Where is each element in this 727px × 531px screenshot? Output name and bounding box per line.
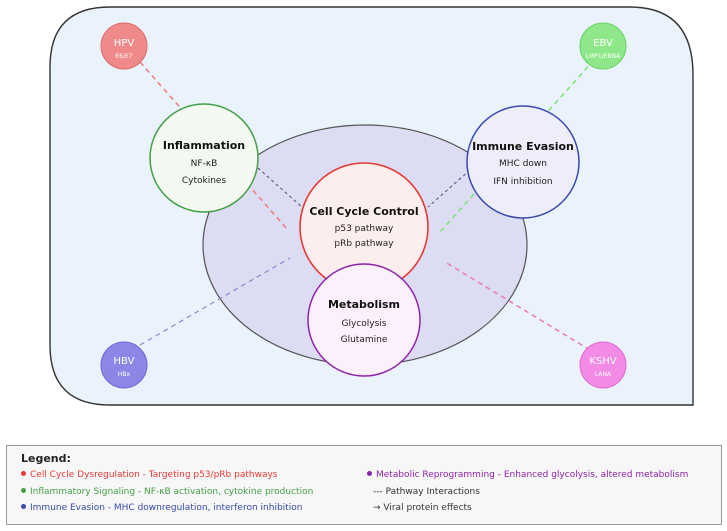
hpv-virus-node[interactable]: HPV E6/E7 [100,22,148,70]
kshv-protein: LANA [595,371,612,378]
hpv-name: HPV [114,38,135,49]
cell-cycle-title: Cell Cycle Control [309,205,418,218]
cell-cycle-line-1: p53 pathway [335,224,394,234]
ebv-protein: LMP1/EBNA [586,53,621,60]
kshv-name: KSHV [589,356,616,367]
legend-panel: Legend: Cell Cycle Dysregulation - Targe… [6,445,722,525]
ebv-name: EBV [593,38,613,49]
hbv-virus-node[interactable]: HBV HBx [100,341,148,389]
legend-label-metabolic: Metabolic Reprogramming - Enhanced glyco… [376,470,689,480]
legend-item-inflammatory: Inflammatory Signaling - NF-κB activatio… [21,487,313,497]
legend-dot-inflammatory [21,488,26,493]
kshv-connection-line [444,261,591,351]
hbv-connection-line [139,257,291,346]
kshv-virus-node[interactable]: KSHV LANA [579,341,627,389]
metabolism-title: Metabolism [328,298,400,311]
hbv-protein: HBx [118,371,131,378]
hbv-name: HBV [114,356,135,367]
hpv-protein: E6/E7 [115,53,132,60]
metabolism-node[interactable]: Metabolism Glycolysis Glutamine [307,263,421,377]
immune-evasion-node[interactable]: Immune Evasion MHC down IFN inhibition [466,105,580,219]
metabolism-line-1: Glycolysis [342,319,387,329]
legend-pathway-interactions: --- Pathway Interactions [373,487,480,497]
cell-cycle-control-node[interactable]: Cell Cycle Control p53 pathway pRb pathw… [299,162,429,292]
legend-label-immune: Immune Evasion - MHC downregulation, int… [30,503,303,513]
legend-dot-cell-cycle [21,471,26,476]
inflammation-line-2: Cytokines [182,176,227,186]
immune-line-1: MHC down [499,159,547,169]
inflammation-cellcycle-interaction [257,167,304,209]
inflammation-line-1: NF-κB [191,159,218,169]
immune-line-2: IFN inhibition [493,177,552,187]
immune-title: Immune Evasion [472,140,574,153]
metabolism-line-2: Glutamine [341,335,388,345]
inflammation-title: Inflammation [163,139,245,152]
inflammation-node[interactable]: Inflammation NF-κB Cytokines [149,103,259,213]
legend-viral-effects: → Viral protein effects [373,503,472,513]
legend-dot-metabolic [367,471,372,476]
legend-item-metabolic: Metabolic Reprogramming - Enhanced glyco… [367,470,688,480]
legend-label-cell-cycle: Cell Cycle Dysregulation - Targeting p53… [30,470,278,480]
ebv-connection-line [439,59,595,233]
legend-label-inflammatory: Inflammatory Signaling - NF-κB activatio… [30,487,314,497]
cell-cycle-line-2: pRb pathway [334,239,394,249]
legend-item-immune: Immune Evasion - MHC downregulation, int… [21,503,302,513]
legend-title: Legend: [21,452,71,465]
ebv-virus-node[interactable]: EBV LMP1/EBNA [579,22,627,70]
legend-item-cell-cycle: Cell Cycle Dysregulation - Targeting p53… [21,470,277,480]
legend-dot-immune [21,504,26,509]
